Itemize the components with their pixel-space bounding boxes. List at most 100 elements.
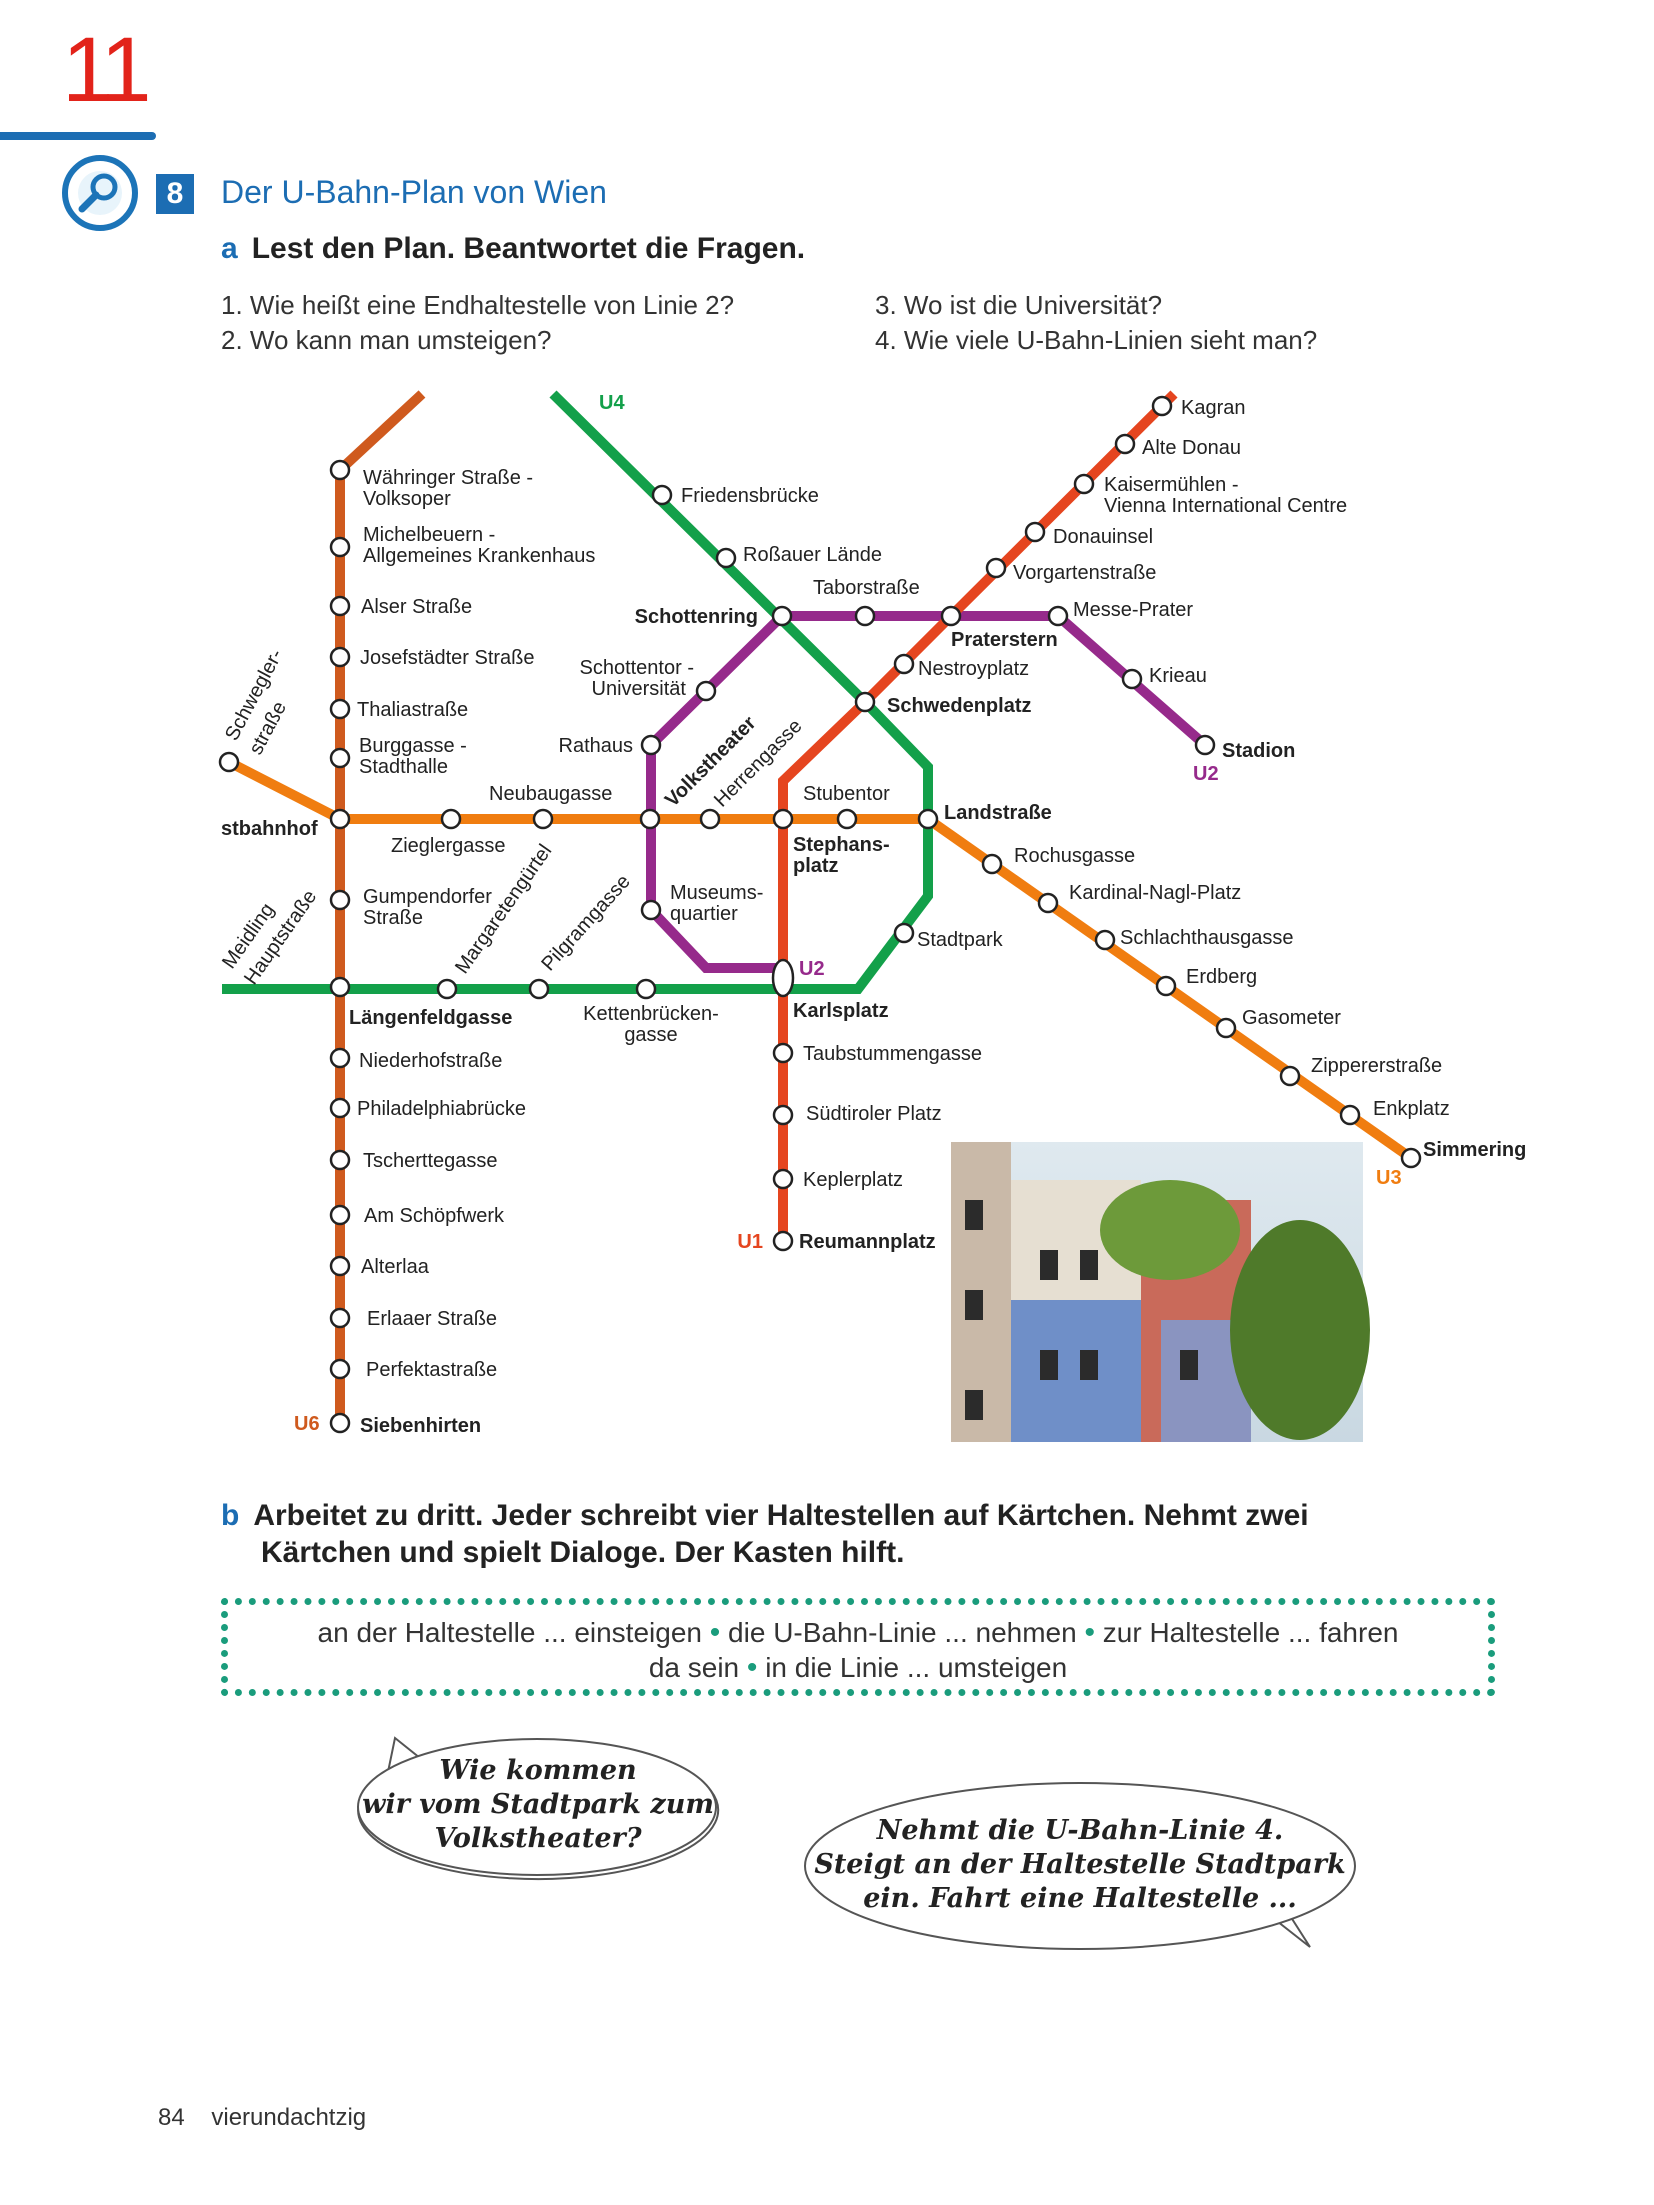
phrase: an der Haltestelle ... einsteigen (317, 1617, 702, 1648)
station-label: Schottenring (635, 606, 758, 628)
station-markers (218, 395, 1422, 1434)
station-label: Praterstern (951, 629, 1058, 651)
station-marker (1121, 668, 1143, 690)
station-label: platz (793, 855, 839, 877)
station-label: Stadtpark (917, 929, 1004, 951)
station-marker (635, 978, 657, 1000)
hundertwasserhaus-photo (951, 1142, 1370, 1442)
bubble-line: Steigt an der Haltestelle Stadtpark (814, 1849, 1346, 1880)
station-label: Stadion (1222, 740, 1295, 762)
speech-bubble-left-text: Wie kommen wir vom Stadtpark zum Volksth… (360, 1754, 716, 1856)
line-label-u2-stadion: U2 (1193, 763, 1219, 785)
station-marker (1194, 734, 1216, 756)
station-marker (715, 547, 737, 569)
station-label: Schottentor - (579, 657, 694, 679)
station-label: Kagran (1181, 397, 1246, 419)
station-marker (329, 808, 351, 830)
station-marker (1024, 521, 1046, 543)
bubble-line: Nehmt die U-Bahn-Linie 4. (876, 1815, 1284, 1846)
station-label: Vienna International Centre (1104, 495, 1347, 517)
station-marker (772, 1168, 794, 1190)
station-marker (1400, 1147, 1422, 1169)
station-label: Taubstummengasse (803, 1043, 982, 1065)
station-marker (329, 536, 351, 558)
station-label: Allgemeines Krankenhaus (363, 545, 595, 567)
station-label: Philadelphiabrücke (357, 1098, 526, 1120)
station-label: Landstraße (944, 802, 1052, 824)
station-label: Museums- (670, 882, 763, 904)
station-marker (893, 653, 915, 675)
station-marker (329, 646, 351, 668)
phrase: in die Linie ... umsteigen (765, 1652, 1068, 1683)
speech-bubbles (357, 1736, 1356, 1950)
part-b-instruction-line1: Arbeitet zu dritt. Jeder schreibt vier H… (253, 1499, 1309, 1532)
station-marker (854, 691, 876, 713)
station-marker (985, 557, 1007, 579)
exercise-number-badge: 8 (156, 174, 194, 214)
line-label-u2: U2 (799, 958, 825, 980)
station-marker (218, 751, 240, 773)
station-marker (329, 459, 351, 481)
station-marker (329, 595, 351, 617)
question-2: 2. Wo kann man umsteigen? (221, 325, 552, 355)
station-marker (917, 808, 939, 830)
station-marker (640, 899, 662, 921)
station-marker (981, 853, 1003, 875)
station-label: Am Schöpfwerk (364, 1205, 505, 1227)
station-label: Taborstraße (813, 577, 920, 599)
station-marker (329, 698, 351, 720)
station-marker (436, 978, 458, 1000)
station-marker (699, 808, 721, 830)
station-marker (528, 978, 550, 1000)
station-label: Roßauer Lände (743, 544, 882, 566)
page-footer: 84 vierundachtzig (158, 2104, 366, 2132)
station-marker (854, 605, 876, 627)
part-a-instruction: Lest den Plan. Beantwortet die Fragen. (251, 232, 806, 265)
part-b-instruction-line2: Kärtchen und spielt Dialoge. Der Kasten … (261, 1536, 905, 1569)
station-label: Gumpendorfer (363, 886, 492, 908)
line-label-u6: U6 (294, 1413, 320, 1435)
station-label: Stadthalle (359, 756, 448, 778)
station-marker (1047, 605, 1069, 627)
station-label: Perfektastraße (366, 1359, 497, 1381)
station-label: Rochusgasse (1014, 845, 1135, 867)
station-marker (440, 808, 462, 830)
question-1: 1. Wie heißt eine Endhaltestelle von Lin… (221, 290, 735, 320)
line-label-u4: U4 (599, 392, 625, 414)
station-marker (329, 1255, 351, 1277)
line-label-u3: U3 (1376, 1167, 1402, 1189)
station-label: stbahnhof (221, 818, 318, 840)
chapter-number: 11 (62, 19, 151, 121)
station-label: Schlachthausgasse (1120, 927, 1293, 949)
station-label: Niederhofstraße (359, 1050, 502, 1072)
station-label: Längenfeldgasse (349, 1007, 512, 1029)
station-label: Volksoper (363, 488, 451, 510)
station-label: Donauinsel (1053, 526, 1153, 548)
station-marker (836, 808, 858, 830)
station-label: quartier (670, 903, 738, 925)
station-marker (1151, 395, 1173, 417)
bubble-line: Volkstheater? (434, 1823, 642, 1854)
station-label: Rathaus (559, 735, 634, 757)
station-marker (1073, 473, 1095, 495)
phrase: da sein (648, 1652, 740, 1683)
station-label: Erlaaer Straße (367, 1308, 497, 1330)
bubble-line: wir vom Stadtpark zum (362, 1789, 714, 1820)
station-label: Siebenhirten (360, 1415, 481, 1437)
station-marker (329, 889, 351, 911)
station-label: Simmering (1423, 1139, 1526, 1161)
question-4: 4. Wie viele U-Bahn-Linien sieht man? (875, 325, 1318, 355)
station-marker (1279, 1065, 1301, 1087)
station-label: Alser Straße (361, 596, 472, 618)
station-label: Stephans- (793, 834, 890, 856)
page-word: vierundachtzig (211, 2104, 367, 2131)
station-label: Kettenbrücken- (583, 1003, 719, 1025)
station-marker (329, 1097, 351, 1119)
station-label: Tscherttegasse (363, 1150, 498, 1172)
station-marker (329, 747, 351, 769)
line-u4 (222, 390, 933, 994)
line-label-u1: U1 (737, 1231, 763, 1253)
station-label: Universität (592, 678, 687, 700)
chapter-divider (0, 132, 156, 140)
station-marker (1094, 929, 1116, 951)
